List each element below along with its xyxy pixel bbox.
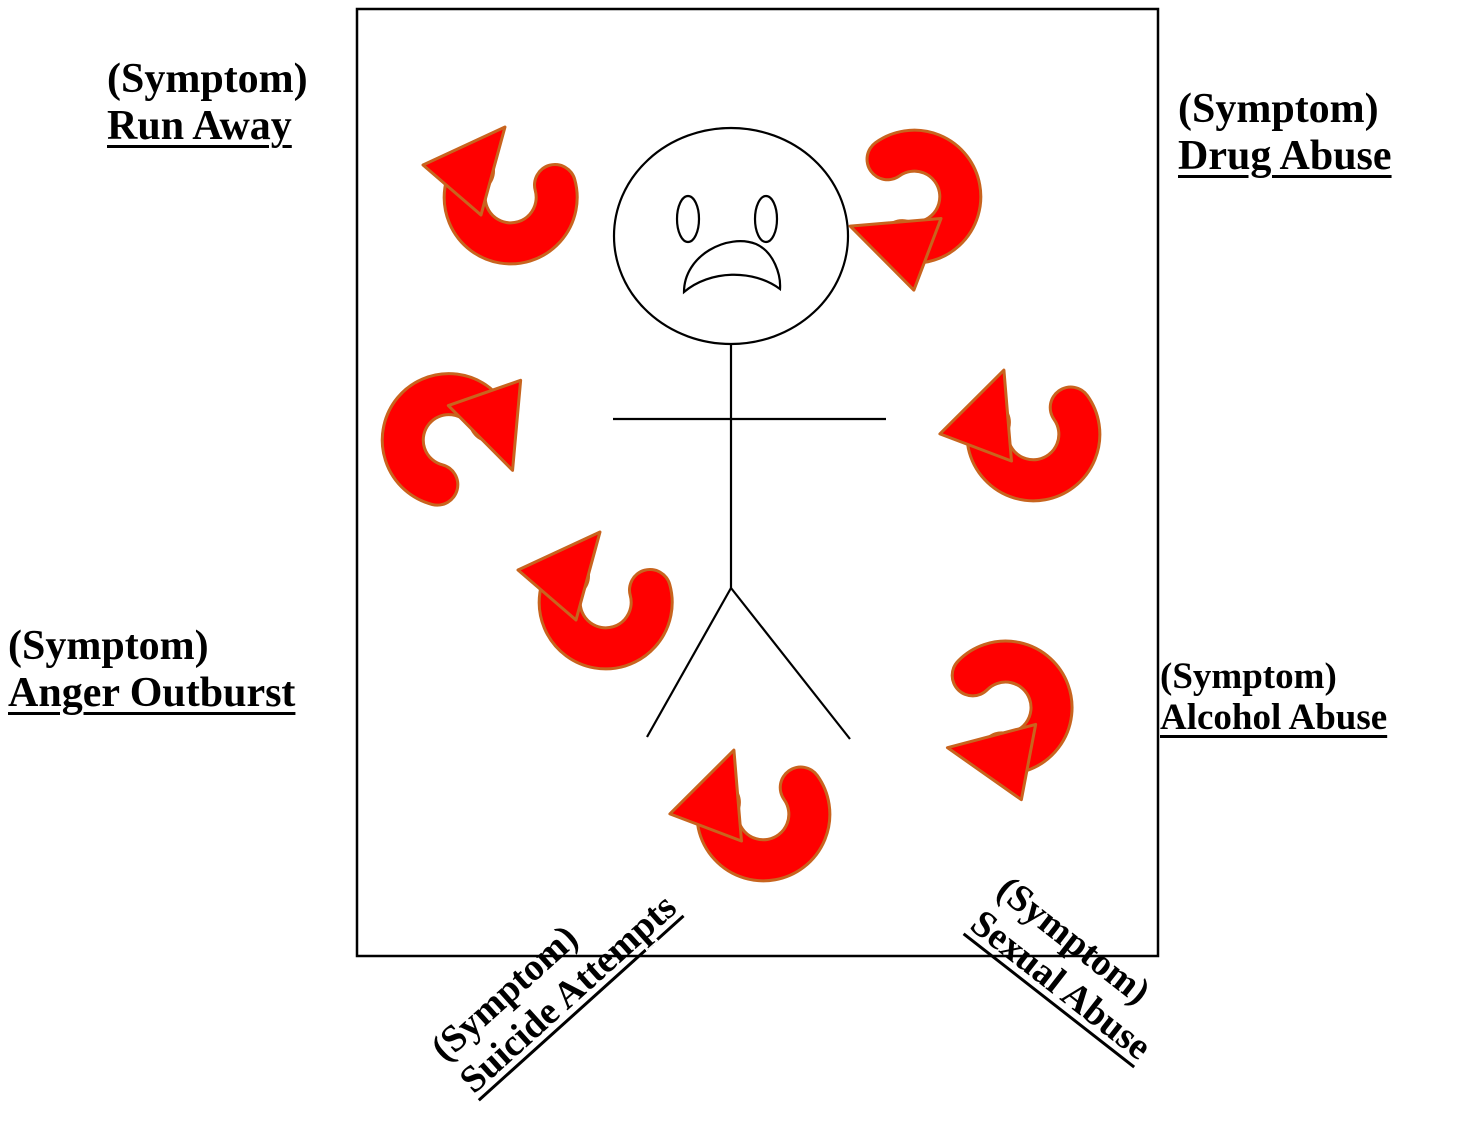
curved-arrow-top-right — [832, 138, 987, 303]
right-leg — [731, 588, 850, 739]
symptom-label-run-away: (Symptom) Run Away — [107, 56, 308, 150]
right-eye — [755, 196, 777, 242]
curved-arrow-mid-right — [927, 352, 1092, 507]
symptom-label-alcohol-abuse: (Symptom) Alcohol Abuse — [1160, 656, 1387, 739]
symptom-name: Anger Outburst — [8, 670, 295, 717]
symptom-tag: (Symptom) — [8, 623, 295, 670]
symptom-label-anger-outburst: (Symptom) Anger Outburst — [8, 623, 295, 717]
curved-arrow-bottom — [657, 732, 822, 887]
head — [614, 128, 848, 344]
symptom-label-drug-abuse: (Symptom) Drug Abuse — [1178, 86, 1392, 180]
left-eye — [677, 196, 699, 242]
symptom-name: Run Away — [107, 103, 292, 150]
curved-arrow-top-left — [423, 127, 557, 243]
frown-mouth — [684, 241, 780, 292]
curved-arrow-lower-right — [922, 645, 1090, 819]
curved-arrow-mid-left — [386, 341, 554, 515]
symptom-name: Alcohol Abuse — [1160, 697, 1387, 738]
symptom-tag: (Symptom) — [1160, 656, 1387, 697]
symptom-tag: (Symptom) — [1178, 86, 1392, 133]
curved-arrow-lower-left — [518, 532, 652, 648]
symptom-tag: (Symptom) — [107, 56, 308, 103]
symptom-name: Drug Abuse — [1178, 133, 1392, 180]
